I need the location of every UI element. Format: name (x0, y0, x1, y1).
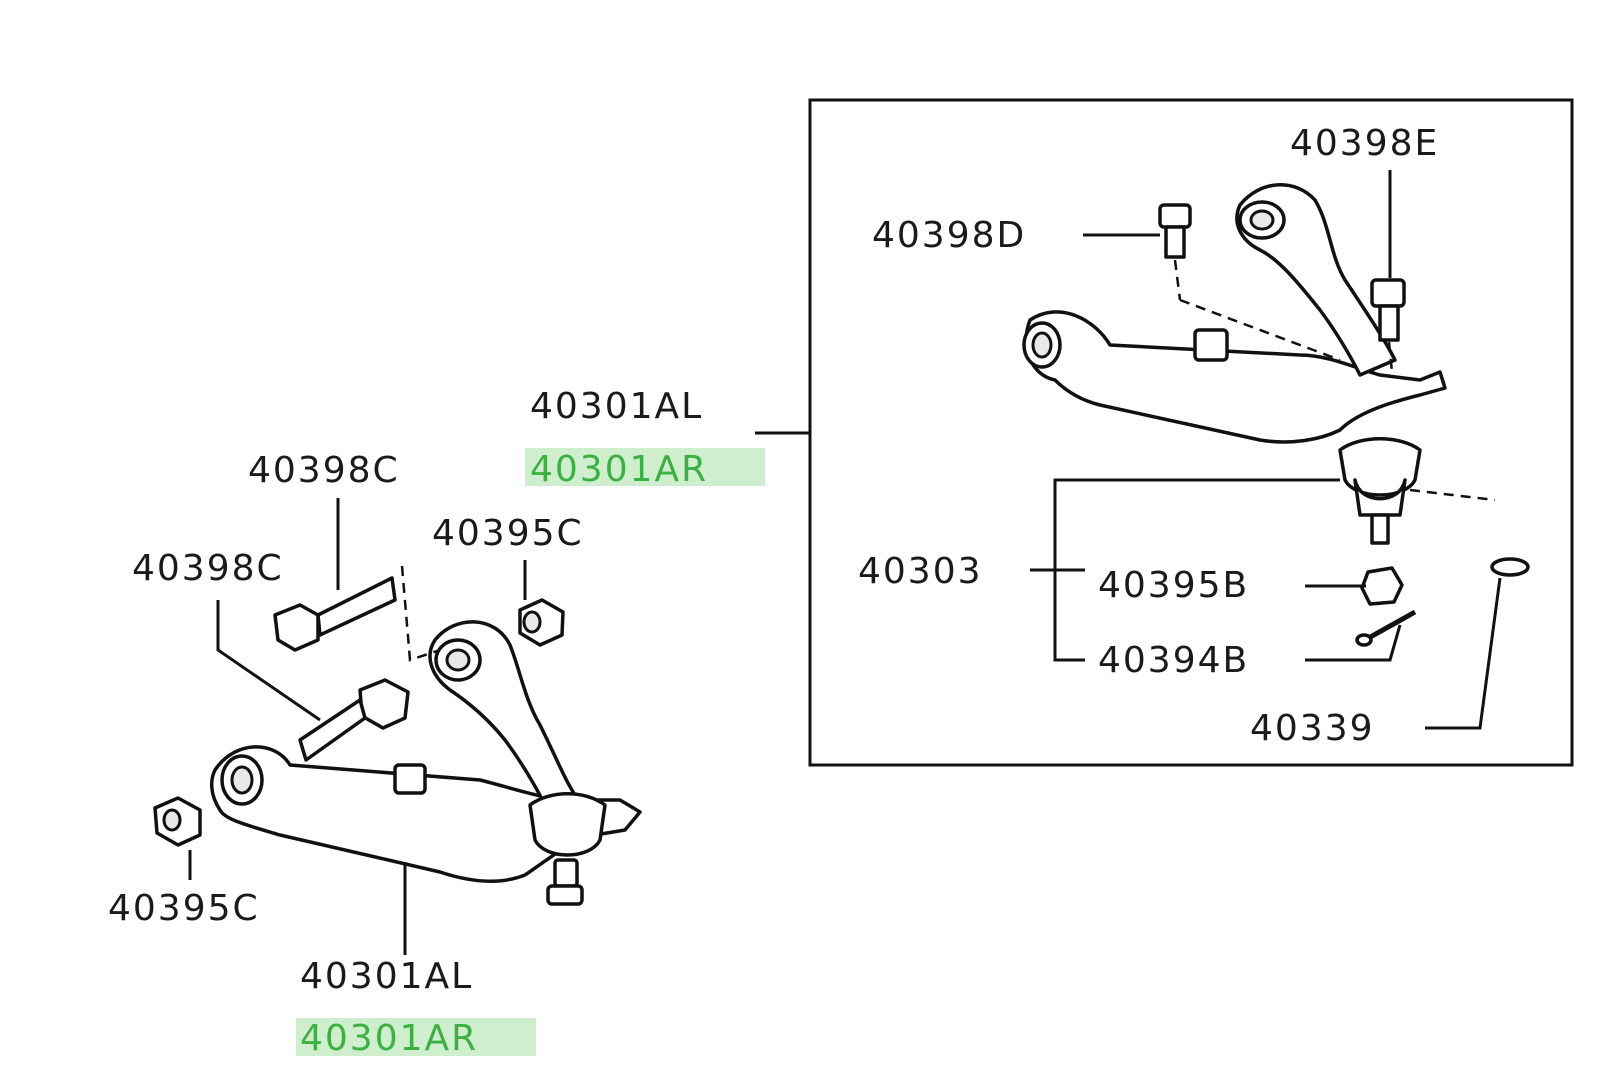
label-main-40395C-upper: 40395C (432, 513, 584, 554)
label-main-40395C-lower: 40395C (108, 888, 260, 929)
label-inset-40301AR: 40301AR (530, 449, 708, 490)
label-inset-40301AL: 40301AL (530, 386, 703, 427)
inset-ball-joint-shape (1338, 437, 1422, 545)
inset-nut-b-shape (1360, 566, 1404, 606)
main-upper-arm (209, 620, 642, 906)
leader-main-40398C-lower (216, 600, 321, 722)
label-inset-40398D: 40398D (872, 215, 1026, 256)
label-main-40301AR: 40301AR (300, 1018, 478, 1059)
inset-clip-shape (1490, 557, 1530, 577)
label-inset-40395B: 40395B (1098, 565, 1249, 606)
label-main-40398C-lower: 40398C (132, 548, 284, 589)
main-nut-lower-shape (153, 796, 202, 847)
main-nut-upper-shape (518, 598, 565, 647)
leader-40339 (1425, 577, 1502, 730)
label-inset-40303: 40303 (858, 551, 983, 592)
main-bolt-upper-shape (273, 576, 397, 652)
leader-40303-bracket (1030, 478, 1340, 662)
leader-main-dash-right (400, 565, 441, 662)
leader-40394B (1305, 624, 1402, 662)
highlight-inset-40301AR (525, 448, 765, 486)
inset-upper-arm (1022, 183, 1447, 444)
label-inset-40339: 40339 (1250, 708, 1375, 749)
label-inset-40398E: 40398E (1290, 123, 1439, 164)
label-inset-40394B: 40394B (1098, 640, 1249, 681)
inset-clip-dashline (1409, 488, 1496, 502)
main-bolt-lower-shape (298, 678, 410, 762)
label-main-40398C-upper: 40398C (248, 450, 400, 491)
inset-bolt-d-shape (1158, 203, 1341, 362)
inset-bolt-e-shape (1370, 278, 1406, 373)
inset-pin-b-shape (1355, 609, 1417, 647)
label-main-40301AL: 40301AL (300, 956, 473, 997)
highlight-main-40301AR (296, 1018, 536, 1056)
